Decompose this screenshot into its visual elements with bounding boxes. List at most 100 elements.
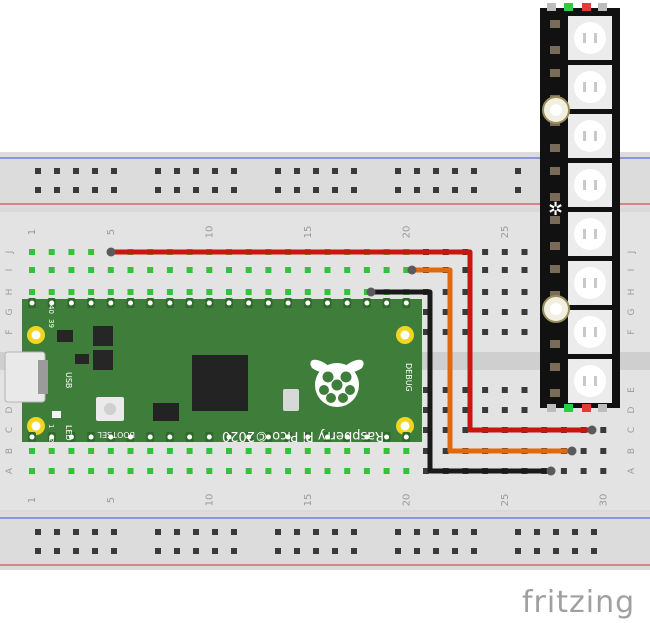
- breadboard-hole: [285, 289, 292, 295]
- rail-hole: [73, 548, 79, 554]
- breadboard-hole: [206, 267, 213, 273]
- rail-hole: [332, 529, 338, 535]
- breadboard-hole: [226, 267, 232, 273]
- row-label: C: [5, 427, 15, 433]
- rail-hole: [73, 168, 79, 174]
- rail-hole: [111, 548, 117, 554]
- breadboard-hole: [442, 407, 449, 413]
- pico-pin-hole: [29, 300, 35, 306]
- wire-end: [407, 265, 417, 275]
- breadboard-hole: [423, 448, 429, 454]
- rail-hole: [591, 548, 597, 554]
- wire-red: [111, 249, 592, 433]
- row-label: H: [627, 289, 637, 296]
- breadboard-hole: [482, 267, 489, 273]
- breadboard-hole: [147, 468, 154, 474]
- column-label: 15: [303, 226, 314, 239]
- power-rail-bottom: [0, 512, 650, 570]
- breadboard-hole: [521, 289, 528, 295]
- breadboard-hole: [462, 289, 469, 295]
- fritzing-watermark: fritzing: [522, 585, 635, 620]
- rail-hole: [35, 168, 41, 174]
- rail-hole: [553, 529, 559, 535]
- breadboard-hole: [265, 267, 272, 273]
- rail-hole: [193, 548, 199, 554]
- pico-pin-hole: [403, 434, 409, 440]
- rail-hole: [54, 548, 60, 554]
- row-label: G: [5, 308, 15, 315]
- breadboard-hole: [88, 289, 95, 295]
- breadboard-hole: [501, 329, 508, 335]
- pico-pin-hole: [246, 300, 252, 306]
- row-label: B: [5, 448, 15, 454]
- breadboard-hole: [403, 468, 410, 474]
- breadboard-hole: [304, 468, 311, 474]
- breadboard-hole: [186, 267, 193, 273]
- led-die: [583, 278, 586, 288]
- rail-hole: [294, 187, 300, 193]
- led-die: [583, 33, 586, 43]
- led-lens: [574, 22, 606, 54]
- led-die: [583, 131, 586, 141]
- breadboard-hole: [107, 289, 114, 295]
- wire-end: [546, 466, 556, 476]
- rail-hole: [54, 187, 60, 193]
- breadboard-hole: [304, 448, 311, 454]
- led-die: [594, 180, 597, 190]
- rail-hole: [155, 529, 161, 535]
- led-die: [594, 131, 597, 141]
- breadboard-hole: [68, 267, 75, 273]
- column-label: 1: [27, 497, 38, 503]
- breadboard-hole: [383, 448, 390, 454]
- breadboard-hole: [107, 468, 114, 474]
- row-label: H: [5, 289, 15, 296]
- rail-hole: [212, 529, 218, 535]
- pico-pin-hole: [147, 300, 153, 306]
- led-die: [594, 229, 597, 239]
- led-label: LED: [64, 425, 73, 441]
- breadboard-hole: [304, 289, 311, 295]
- breadboard-hole: [501, 249, 508, 255]
- pico-pin-hole: [226, 300, 232, 306]
- row-label: E: [627, 387, 637, 393]
- breadboard-hole: [600, 468, 607, 474]
- rail-hole: [471, 548, 477, 554]
- wire-orange: [412, 267, 572, 454]
- breadboard-hole: [462, 267, 469, 273]
- rail-hole: [231, 168, 237, 174]
- rail-hole: [471, 529, 477, 535]
- breadboard-hole: [68, 468, 75, 474]
- mounting-hole: [400, 421, 410, 431]
- breadboard-hole: [285, 267, 292, 273]
- pico-pin-hole: [29, 434, 35, 440]
- breadboard-hole: [423, 387, 429, 393]
- breadboard-hole: [29, 249, 35, 255]
- breadboard-hole: [344, 448, 351, 454]
- column-label: 15: [303, 494, 314, 507]
- breadboard-hole: [226, 468, 232, 474]
- smd-component: [550, 144, 560, 152]
- breadboard-hole: [206, 448, 213, 454]
- row-label: J: [5, 251, 15, 255]
- wire-end: [587, 425, 597, 435]
- row-label: F: [627, 329, 637, 334]
- breadboard-hole: [265, 468, 272, 474]
- breadboard-hole: [206, 468, 213, 474]
- breadboard-hole: [186, 468, 193, 474]
- breadboard-hole: [68, 448, 75, 454]
- row-label: A: [5, 467, 15, 474]
- pico-pin-hole: [305, 300, 311, 306]
- pico-pin-hole: [206, 300, 212, 306]
- rail-hole: [231, 548, 237, 554]
- bootsel-button-cap: [104, 403, 116, 415]
- breadboard-hole: [245, 289, 252, 295]
- component: [75, 354, 89, 364]
- breadboard-hole: [363, 448, 370, 454]
- breadboard-hole: [580, 468, 587, 474]
- rail-hole: [174, 168, 180, 174]
- breadboard-hole: [344, 468, 351, 474]
- row-label: I: [5, 269, 15, 272]
- board-name-label: Raspberry Pi Pico ©2020: [222, 428, 384, 443]
- rail-hole: [332, 168, 338, 174]
- pico-pin-hole: [344, 300, 350, 306]
